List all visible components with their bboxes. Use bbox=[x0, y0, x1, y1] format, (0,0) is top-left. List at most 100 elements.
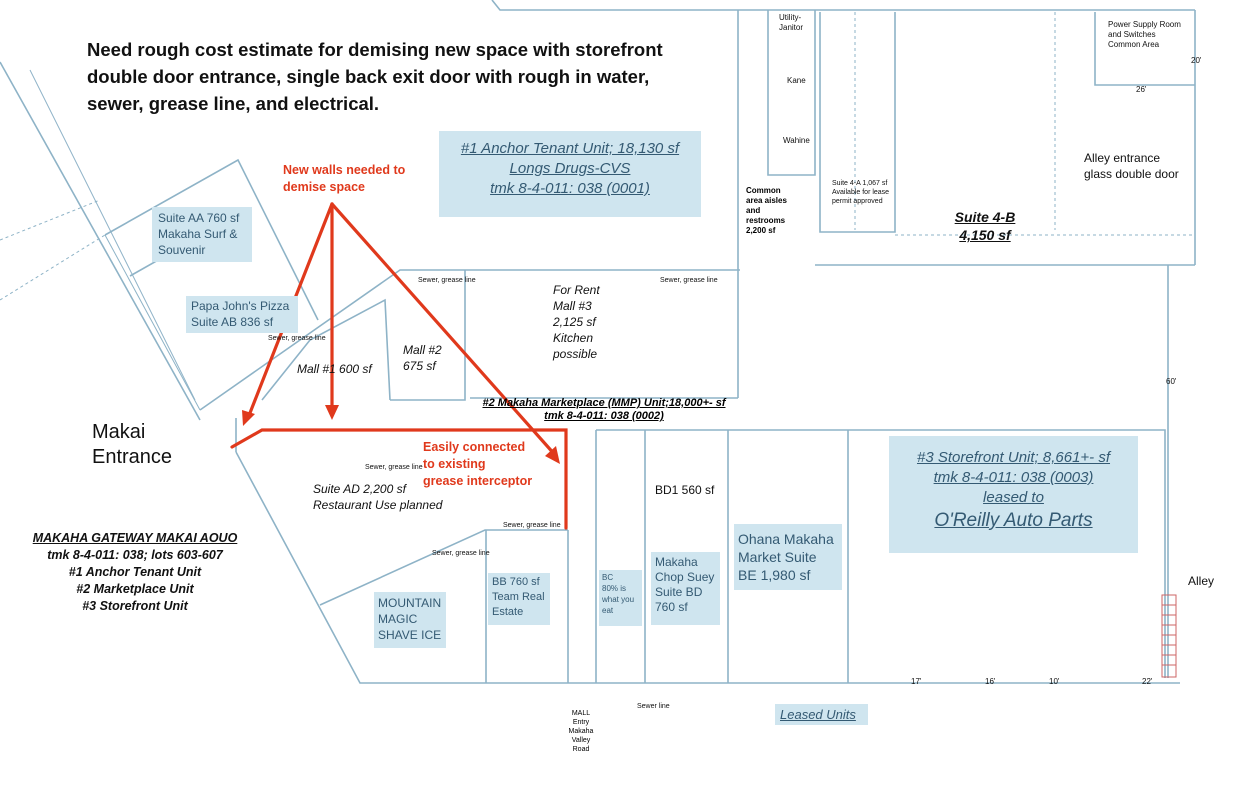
bc-line-3: what you bbox=[602, 595, 635, 604]
be-line-1: Ohana Makaha bbox=[738, 531, 834, 547]
mall3-line-3: 2,125 sf bbox=[553, 315, 596, 329]
wahine-label: Wahine bbox=[783, 136, 810, 145]
stairs-icon bbox=[1161, 594, 1177, 678]
sewer-label-4: Sewer, grease line bbox=[365, 464, 423, 471]
dim-16: 16' bbox=[985, 677, 996, 686]
bd-line-1: Makaha bbox=[655, 555, 698, 569]
mountain-magic-line-2: MAGIC bbox=[378, 612, 418, 626]
mall3-line-1: For Rent bbox=[553, 283, 600, 297]
be-line-3: BE 1,980 sf bbox=[738, 567, 811, 583]
mall-entry-line-4: Valley bbox=[571, 737, 591, 744]
suite-aa-box: Suite AA 760 sf Makaha Surf & Souvenir bbox=[152, 207, 252, 262]
mall-entry-line-1: MALL bbox=[571, 710, 591, 717]
mmp-label: #2 Makaha Marketplace (MMP) Unit;18,000+… bbox=[468, 397, 740, 423]
suite4b-label: Suite 4-B 4,150 sf bbox=[935, 208, 1035, 244]
makai-entrance-line-1: Makai bbox=[92, 421, 146, 443]
grease-note: Easily connected to existing grease inte… bbox=[423, 439, 532, 490]
common-area-label: Common area aisles and restrooms 2,200 s… bbox=[746, 186, 787, 236]
suite-ad-line-1: Suite AD 2,200 sf bbox=[313, 482, 406, 496]
power-supply-label: Power Supply Room and Switches Common Ar… bbox=[1108, 20, 1181, 50]
suite-ad-line-2: Restaurant Use planned bbox=[313, 498, 443, 512]
bc-line-1: BC bbox=[602, 573, 614, 582]
mall1-label: Mall #1 600 sf bbox=[297, 362, 372, 376]
alley-entrance-label: Alley entrance glass double door bbox=[1084, 150, 1179, 182]
anchor-tenant-box: #1 Anchor Tenant Unit; 18,130 sf Longs D… bbox=[439, 131, 701, 217]
common-line-3: and bbox=[746, 206, 761, 215]
bb-line-1: BB 760 sf bbox=[492, 576, 540, 588]
sewer-label-6: Sewer, grease line bbox=[432, 550, 490, 557]
mall-entry-label: MALL Entry Makaha Valley Road bbox=[560, 709, 602, 754]
header-note-line-2: double door entrance, single back exit d… bbox=[87, 66, 650, 87]
bd1-label: BD1 560 sf bbox=[655, 483, 715, 497]
mountain-magic-line-3: SHAVE ICE bbox=[378, 628, 442, 642]
left-inner-diagonal bbox=[29, 69, 196, 401]
owner-title: MAKAHA GATEWAY MAKAI AOUO bbox=[32, 531, 238, 545]
new-walls-line-1: New walls needed to bbox=[283, 163, 406, 177]
mall-entry-line-3: Makaha bbox=[568, 728, 594, 735]
mountain-magic-box: MOUNTAIN MAGIC SHAVE ICE bbox=[374, 592, 446, 648]
header-note-line-3: sewer, grease line, and electrical. bbox=[87, 93, 380, 114]
storefront-tenant: O'Reilly Auto Parts bbox=[934, 510, 1093, 531]
common-line-1: Common bbox=[746, 186, 781, 195]
power-line-2: and Switches bbox=[1108, 30, 1156, 39]
suite4b-line-1: Suite 4-B bbox=[954, 209, 1016, 225]
suite4a-line-2: Available for lease bbox=[832, 189, 890, 196]
power-line-3: Common Area bbox=[1108, 40, 1160, 49]
bb-line-3: Estate bbox=[492, 606, 524, 618]
bc-suite-box: BC 80% is what you eat bbox=[599, 570, 642, 626]
be-line-2: Market Suite bbox=[738, 549, 817, 565]
utility-label: Utility- Janitor bbox=[779, 13, 803, 33]
mall1-walls bbox=[261, 298, 391, 401]
mall-entry-line-5: Road bbox=[572, 746, 590, 753]
bc-line-2: 80% is bbox=[602, 584, 627, 593]
mall3-line-4: Kitchen bbox=[553, 331, 594, 345]
papa-johns-line-1: Papa John's Pizza bbox=[191, 299, 290, 313]
mmp-line-2: tmk 8-4-011: 038 (0002) bbox=[544, 410, 664, 422]
left-diagonal-wall bbox=[0, 61, 201, 421]
south-wall bbox=[235, 451, 1180, 684]
mountain-magic-line-1: MOUNTAIN bbox=[378, 596, 442, 610]
suite-block-left bbox=[104, 234, 201, 411]
owner-block: MAKAHA GATEWAY MAKAI AOUO tmk 8-4-011: 0… bbox=[10, 530, 260, 615]
grease-line-3: grease interceptor bbox=[423, 474, 533, 488]
mall3-line-5: possible bbox=[553, 347, 598, 361]
makai-entrance-line-2: Entrance bbox=[92, 446, 173, 468]
papa-johns-line-2: Suite AB 836 sf bbox=[191, 315, 274, 329]
mall2-line-2: 675 sf bbox=[403, 359, 436, 373]
kane-label: Kane bbox=[787, 76, 806, 85]
mall3-line-2: Mall #3 bbox=[553, 299, 592, 313]
bc-line-4: eat bbox=[602, 606, 614, 615]
common-line-5: 2,200 sf bbox=[746, 226, 776, 235]
suite4a-walls bbox=[819, 12, 896, 233]
mall2-walls bbox=[390, 270, 466, 401]
bd-line-4: 760 sf bbox=[655, 600, 688, 614]
leased-units-legend: Leased Units bbox=[775, 704, 868, 725]
power-line-1: Power Supply Room bbox=[1108, 20, 1181, 29]
red-arrows bbox=[230, 202, 568, 530]
mall3-label: For Rent Mall #3 2,125 sf Kitchen possib… bbox=[553, 282, 600, 362]
utility-line-1: Utility- bbox=[779, 13, 802, 22]
mall-entry-line-2: Entry bbox=[572, 719, 590, 726]
bd-suite-box: Makaha Chop Suey Suite BD 760 sf bbox=[651, 552, 720, 625]
new-walls-note: New walls needed to demise space bbox=[283, 162, 405, 196]
owner-unit-3: #3 Storefront Unit bbox=[82, 599, 188, 613]
be-suite-box: Ohana Makaha Market Suite BE 1,980 sf bbox=[734, 524, 842, 590]
new-demising-wall bbox=[230, 428, 568, 530]
suite-aa-line-1: Suite AA 760 sf bbox=[158, 211, 240, 225]
arrowheads bbox=[242, 405, 560, 464]
suite4a-label: Suite 4-A 1,067 sf Available for lease p… bbox=[832, 179, 889, 206]
dim-22: 22' bbox=[1142, 677, 1153, 686]
restroom-walls bbox=[767, 10, 816, 176]
suite-ad-label: Suite AD 2,200 sf Restaurant Use planned bbox=[313, 481, 442, 513]
suite4b-line-2: 4,150 sf bbox=[959, 227, 1011, 243]
anchor-tmk: tmk 8-4-011: 038 (0001) bbox=[490, 180, 650, 197]
dim-60: 60' bbox=[1166, 377, 1177, 386]
top-edge-wall bbox=[491, 0, 740, 11]
suite4a-line-3: permit approved bbox=[832, 198, 883, 205]
suite-aa-line-2: Makaha Surf & bbox=[158, 227, 238, 241]
bb-suite-box: BB 760 sf Team Real Estate bbox=[488, 573, 550, 625]
bb-line-2: Team Real bbox=[492, 591, 545, 603]
new-walls-line-2: demise space bbox=[283, 180, 365, 194]
grease-line-1: Easily connected bbox=[423, 440, 526, 454]
